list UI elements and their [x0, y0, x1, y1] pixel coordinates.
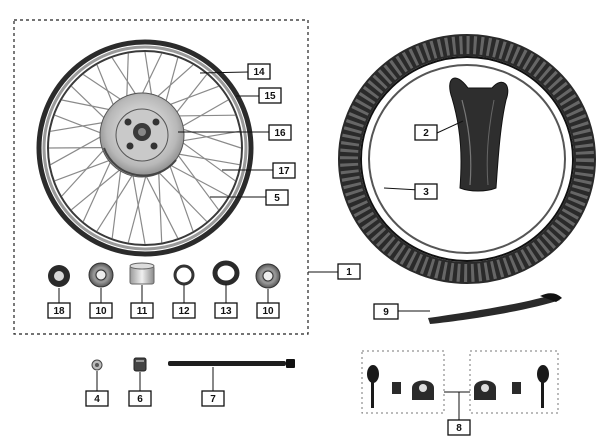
callout-box: [268, 124, 292, 141]
callout-number: 2: [423, 128, 429, 139]
callout-box: [258, 87, 282, 104]
callout-box: [47, 302, 71, 319]
callout-number: 17: [278, 166, 290, 177]
part-6-collar: [133, 357, 147, 372]
callout-box: [414, 183, 438, 200]
tire: [338, 34, 596, 284]
inner-tube: [449, 77, 509, 192]
callout-6: 6: [128, 390, 152, 407]
callout-number: 15: [264, 91, 276, 102]
callout-number: 18: [53, 306, 65, 317]
callout-number: 10: [95, 306, 107, 317]
part-7-axle: [168, 359, 295, 368]
callout-box: [447, 419, 471, 436]
callout-10: 10: [89, 302, 113, 319]
callout-box: [414, 124, 438, 141]
callout-box: [265, 189, 289, 206]
callout-box: [201, 390, 225, 407]
callout-box: [272, 162, 296, 179]
callout-18: 18: [47, 302, 71, 319]
callout-9: 9: [373, 303, 399, 320]
callout-box: [130, 302, 154, 319]
callout-14: 14: [247, 63, 271, 80]
callout-number: 10: [262, 306, 274, 317]
adjuster-kit-left-box: [361, 350, 445, 414]
callout-labels: 14 15 16 17 5 1 18 10 11 12 13 10 2 3 9 4 6 7 8: [47, 63, 471, 436]
callout-number: 4: [94, 394, 100, 405]
callout-number: 7: [210, 394, 216, 405]
callout-number: 5: [274, 193, 280, 204]
callout-2: 2: [414, 124, 438, 141]
callout-16: 16: [268, 124, 292, 141]
callout-number: 14: [253, 67, 265, 78]
wheel-rim: [36, 39, 254, 257]
callout-10: 10: [256, 302, 280, 319]
callout-12: 12: [172, 302, 196, 319]
callout-box: [172, 302, 196, 319]
part-12-o-ring: [173, 264, 195, 286]
callout-8: 8: [447, 419, 471, 436]
callout-number: 13: [220, 306, 232, 317]
callout-13: 13: [214, 302, 238, 319]
part-11-spacer: [129, 262, 155, 285]
callout-number: 9: [383, 307, 389, 318]
callout-number: 6: [137, 394, 143, 405]
part-13-seal: [212, 260, 240, 286]
callout-3: 3: [414, 183, 438, 200]
callout-box: [128, 390, 152, 407]
part-18-dust-seal: [48, 265, 70, 287]
callout-5: 5: [265, 189, 289, 206]
adjuster-kit-left: [367, 365, 434, 408]
callout-box: [247, 63, 271, 80]
callout-box: [373, 303, 399, 320]
part-10-bearing-left: [88, 262, 114, 288]
callout-box: [214, 302, 238, 319]
callout-17: 17: [272, 162, 296, 179]
callout-1: 1: [337, 263, 361, 280]
rim-strip: [428, 293, 562, 324]
wheel-assembly-group-box: [13, 19, 309, 335]
wheel-hub: [99, 92, 185, 178]
adjuster-kit-right: [474, 365, 549, 408]
callout-number: 11: [137, 306, 148, 317]
callout-box: [85, 390, 109, 407]
callout-number: 3: [423, 187, 429, 198]
callout-7: 7: [201, 390, 225, 407]
callout-number: 1: [346, 267, 352, 278]
callout-number: 16: [274, 128, 286, 139]
callout-number: 8: [456, 423, 462, 434]
callout-11: 11: [130, 302, 154, 319]
callout-box: [256, 302, 280, 319]
callout-box: [337, 263, 361, 280]
callout-15: 15: [258, 87, 282, 104]
callout-box: [89, 302, 113, 319]
part-10-bearing-right: [255, 263, 281, 289]
part-4-nut: [91, 359, 103, 371]
callout-4: 4: [85, 390, 109, 407]
callout-number: 12: [178, 306, 190, 317]
